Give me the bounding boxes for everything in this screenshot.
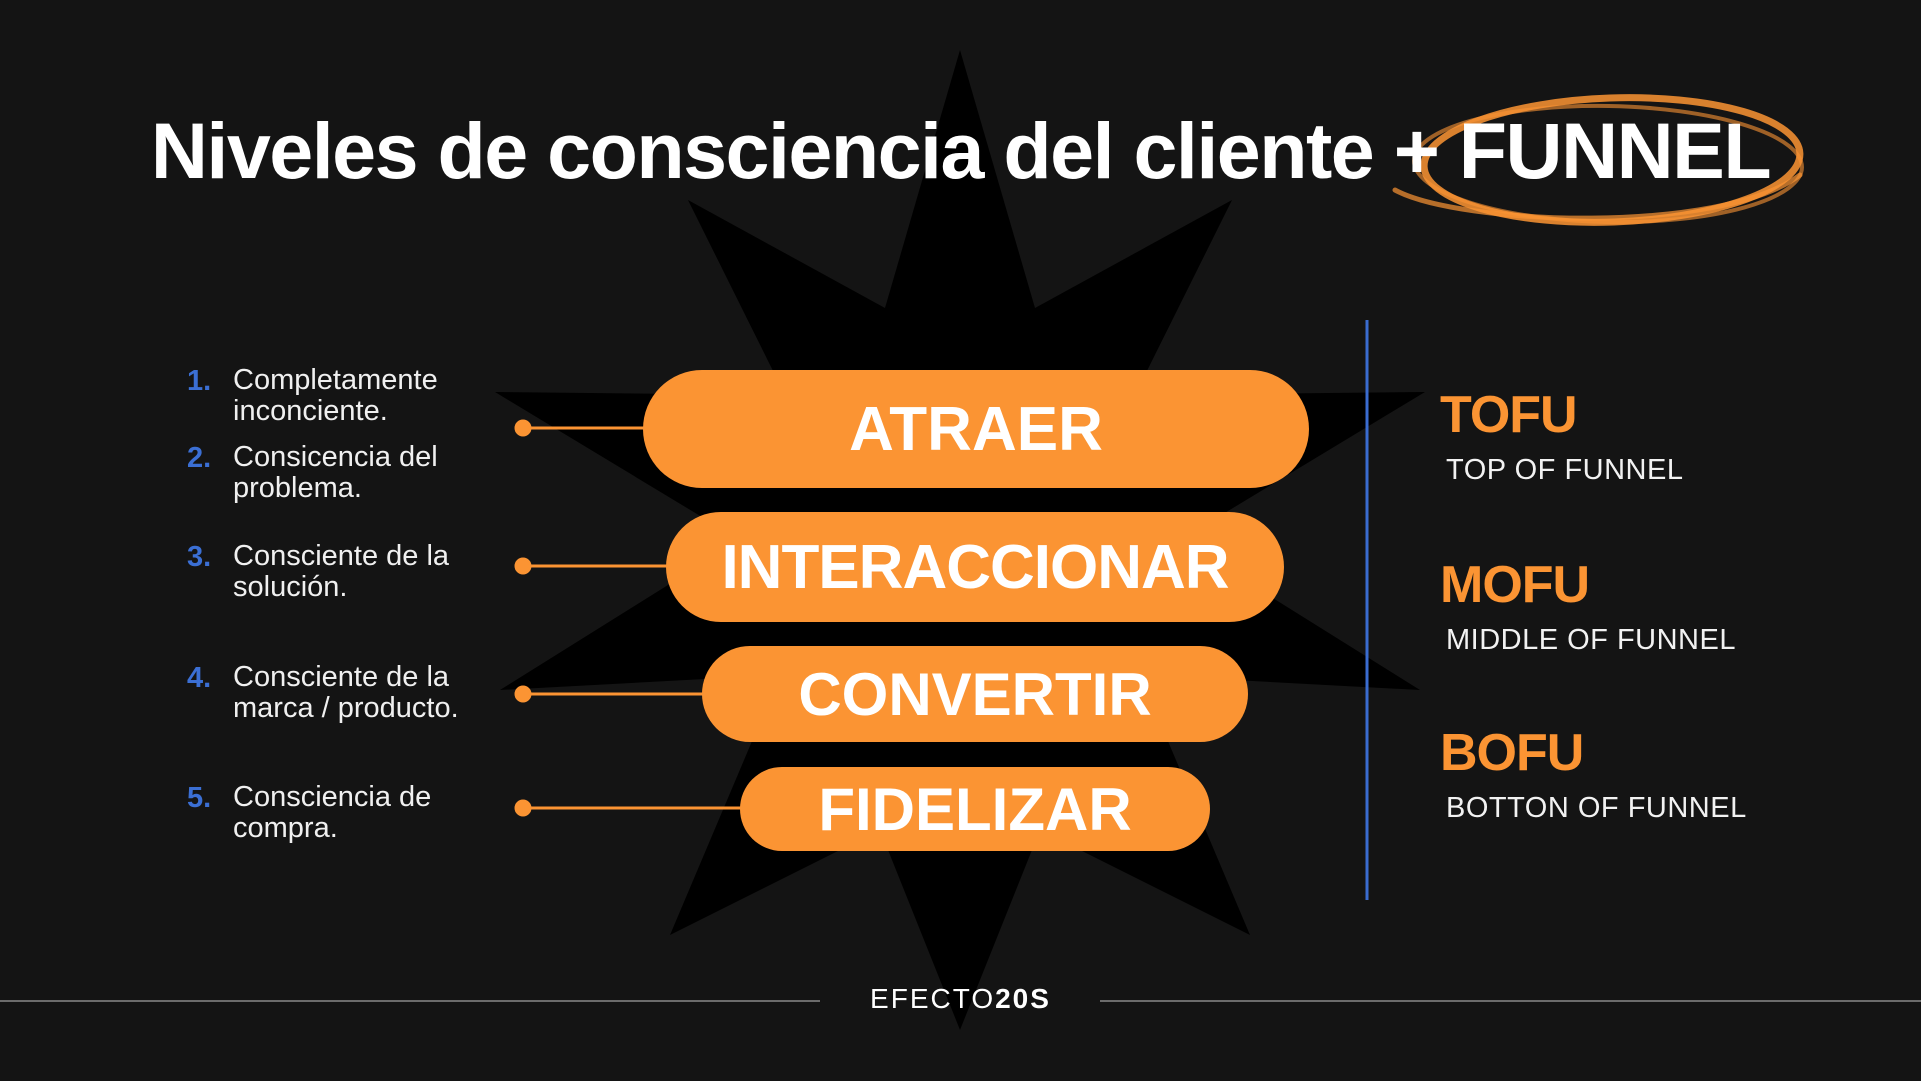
level-number: 3. [187, 541, 212, 573]
connectors [514, 419, 742, 817]
level-number: 2. [187, 442, 212, 474]
pill-fidelizar [740, 767, 1210, 851]
highlight-ring [1392, 94, 1804, 226]
stage-pills [643, 370, 1309, 851]
stage-label-interaccionar: INTERACCIONAR [721, 532, 1229, 602]
level-text: Consciencia de compra. [233, 781, 432, 844]
brand-bold: 20S [995, 983, 1051, 1014]
footer-brand: EFECTO20S [0, 983, 1921, 1015]
pill-convertir [702, 646, 1248, 742]
stage-label-fidelizar: FIDELIZAR [818, 775, 1132, 843]
funnel-abbr-bofu: BOFU [1440, 724, 1584, 782]
title-highlight: + FUNNEL [1393, 106, 1772, 195]
funnel-full-tofu: TOP OF FUNNEL [1446, 454, 1684, 486]
level-item: 4. Consciente de la marca / producto. [187, 662, 503, 724]
brand-light: EFECTO [870, 983, 996, 1014]
level-item: 3. Consciente de la solución. [187, 541, 453, 603]
stage-label-convertir: CONVERTIR [798, 660, 1152, 728]
level-number: 1. [187, 365, 212, 397]
title-main: Niveles de consciencia del cliente [150, 106, 1394, 195]
level-item: 1. Completamente inconciente. [187, 365, 473, 427]
stage-label-atraer: ATRAER [849, 394, 1103, 464]
funnel-abbr-mofu: MOFU [1440, 556, 1590, 614]
funnel-full-bofu: BOTTON OF FUNNEL [1446, 792, 1747, 824]
pill-atraer [643, 370, 1309, 488]
level-number: 5. [187, 782, 212, 814]
funnel-full-mofu: MIDDLE OF FUNNEL [1446, 624, 1736, 656]
level-text: Consciente de la marca / producto. [233, 661, 459, 724]
level-item: 5. Consciencia de compra. [187, 782, 433, 844]
level-text: Completamente inconciente. [233, 364, 438, 427]
page-title: Niveles de consciencia del cliente + FUN… [0, 105, 1921, 197]
pill-interaccionar [666, 512, 1284, 622]
level-item: 2. Consicencia del problema. [187, 442, 473, 504]
level-text: Consicencia del problema. [233, 441, 438, 504]
level-number: 4. [187, 662, 212, 694]
level-text: Consciente de la solución. [233, 540, 450, 603]
funnel-abbr-tofu: TOFU [1440, 386, 1578, 444]
